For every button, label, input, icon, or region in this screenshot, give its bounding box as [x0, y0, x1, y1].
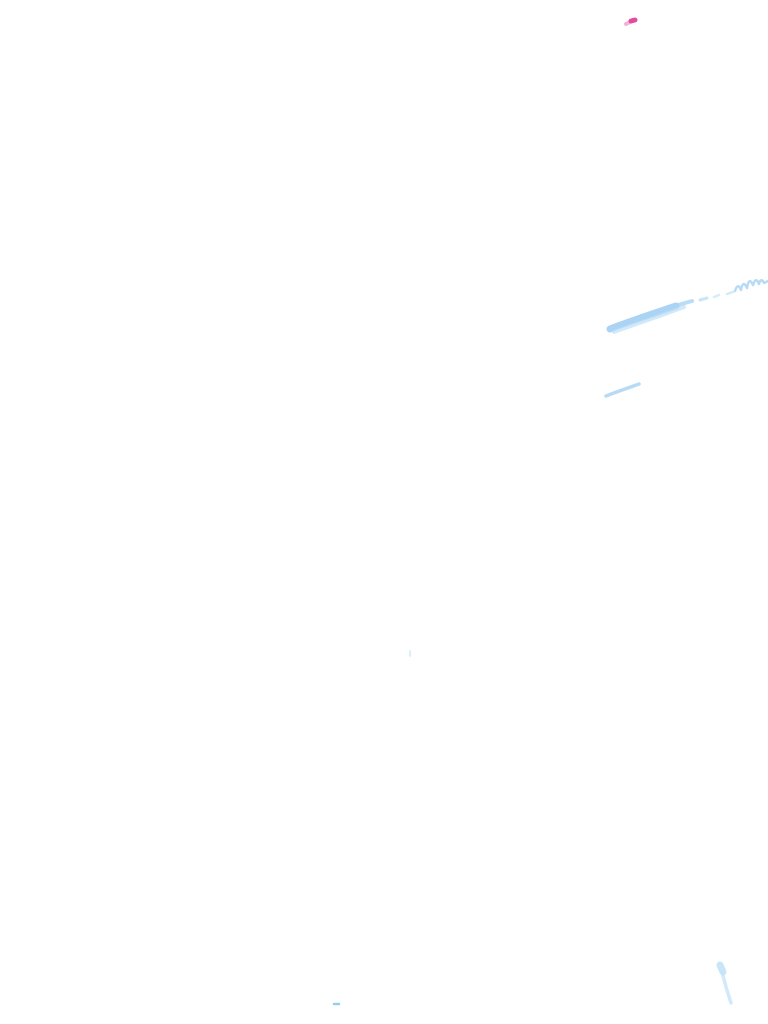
blue-scribble-fragment-3: [712, 293, 721, 299]
blue-stroke-bottom-right-tail: [720, 970, 733, 1005]
blue-scribble-main-texture: [612, 305, 686, 334]
pink-crayon-smudge-dark: [628, 17, 638, 24]
blue-scribble-fragment-4: [725, 290, 735, 296]
blue-scribble-main: [606, 302, 680, 333]
blue-scribble-fragment-1: [676, 299, 694, 307]
blue-dash-short: [604, 382, 641, 398]
blue-scribble-fragment-2: [698, 296, 709, 302]
blue-scribble-edge-squiggle: [733, 279, 768, 293]
